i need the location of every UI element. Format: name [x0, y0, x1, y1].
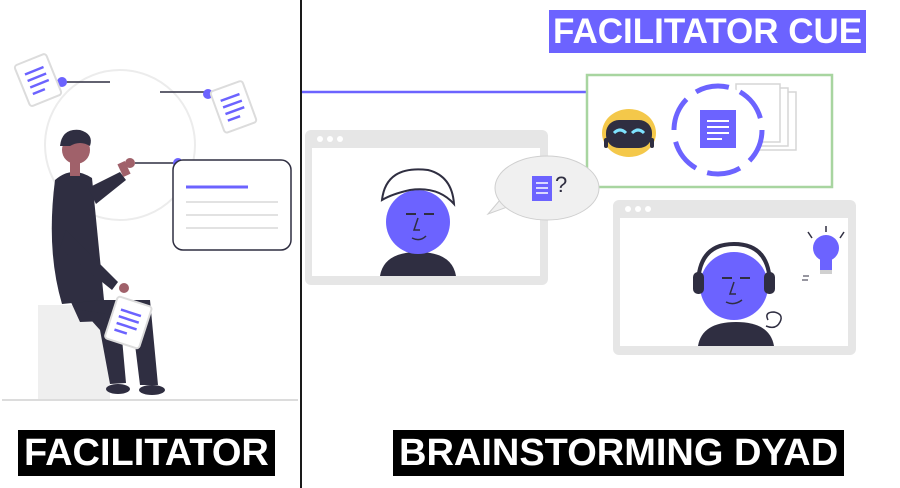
person-figure: [51, 129, 165, 395]
facilitator-cue-label: FACILITATOR CUE: [549, 10, 867, 53]
document-icon: [700, 110, 736, 148]
robot-icon: [602, 109, 656, 157]
speech-bubble: [486, 155, 600, 221]
panel-divider: [300, 0, 302, 488]
facilitator-label: FACILITATOR: [18, 430, 275, 476]
document-icon: [209, 80, 258, 134]
brainstorming-dyad-label: BRAINSTORMING DYAD: [393, 430, 845, 476]
video-window-right: [613, 200, 856, 355]
video-window-left: [305, 130, 548, 285]
lightbulb-icon: [802, 226, 845, 281]
document-icon: [13, 53, 63, 107]
question-mark-icon: ?: [555, 172, 568, 197]
facilitator-panel: [0, 0, 300, 488]
facilitator-illustration: [2, 53, 298, 401]
idea-card: [172, 159, 292, 251]
dyad-illustration: [302, 73, 856, 355]
headphones-icon: [693, 241, 775, 294]
